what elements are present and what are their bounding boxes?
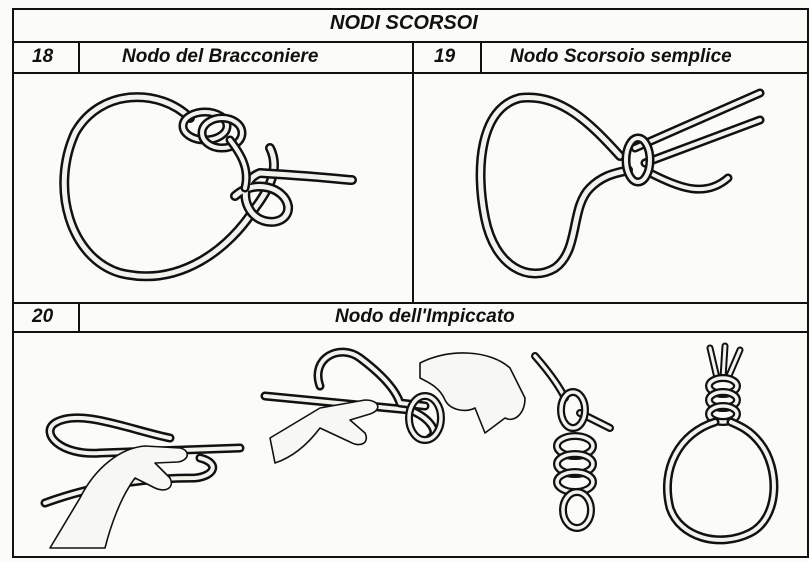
row2-header-divider	[12, 331, 809, 333]
step-2-hands	[265, 352, 525, 463]
number-divider-20	[78, 302, 80, 333]
knot-19-illustration	[470, 78, 780, 298]
knot-18-illustration	[40, 78, 370, 298]
number-divider-19	[480, 41, 482, 73]
row-divider	[12, 302, 809, 304]
page-title: NODI SCORSOI	[330, 12, 478, 35]
knot-number-18: 18	[32, 46, 53, 68]
title-divider	[12, 41, 809, 43]
column-divider	[412, 41, 414, 303]
knot-name-19: Nodo Scorsoio semplice	[510, 46, 732, 68]
number-divider-18	[78, 41, 80, 73]
row1-header-divider	[12, 72, 809, 74]
step-3-coils	[535, 356, 610, 528]
knot-name-18: Nodo del Bracconiere	[122, 46, 318, 68]
knot-20-illustration	[20, 338, 800, 553]
knot-number-19: 19	[434, 46, 455, 68]
knot-number-20: 20	[32, 306, 53, 328]
knot-name-20: Nodo dell'Impiccato	[335, 306, 515, 328]
step-4-noose	[667, 346, 774, 540]
step-1-hand	[45, 418, 240, 548]
